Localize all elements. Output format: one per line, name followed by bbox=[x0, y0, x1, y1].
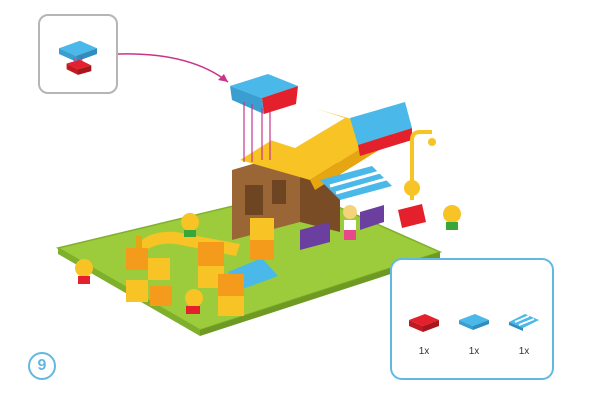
flowers bbox=[75, 180, 461, 314]
brick-stacks bbox=[126, 218, 274, 316]
part-quantity: 1x bbox=[418, 346, 430, 357]
part-red-brick: 1x bbox=[404, 312, 444, 357]
roof bbox=[240, 102, 412, 190]
incoming-assembly bbox=[230, 74, 298, 114]
part-quantity: 1x bbox=[518, 346, 530, 357]
subassembly-callout bbox=[38, 14, 118, 94]
part-quantity: 1x bbox=[468, 346, 480, 357]
blue-awning-icon bbox=[509, 314, 539, 331]
part-blue-plate: 1x bbox=[454, 312, 494, 357]
purple-brick bbox=[300, 222, 330, 250]
lamp-post bbox=[410, 130, 432, 200]
part-blue-awning: 1x bbox=[504, 312, 544, 357]
red-brick-icon bbox=[409, 314, 439, 332]
awning bbox=[320, 166, 392, 200]
step-number: 9 bbox=[28, 352, 56, 380]
blue-plate-icon bbox=[459, 314, 489, 330]
parts-list: 1x 1x 1x bbox=[390, 258, 554, 380]
subassembly-image bbox=[59, 40, 97, 75]
pointer-arrow bbox=[117, 53, 229, 83]
placement-arrows bbox=[243, 102, 271, 162]
figure bbox=[343, 205, 357, 240]
